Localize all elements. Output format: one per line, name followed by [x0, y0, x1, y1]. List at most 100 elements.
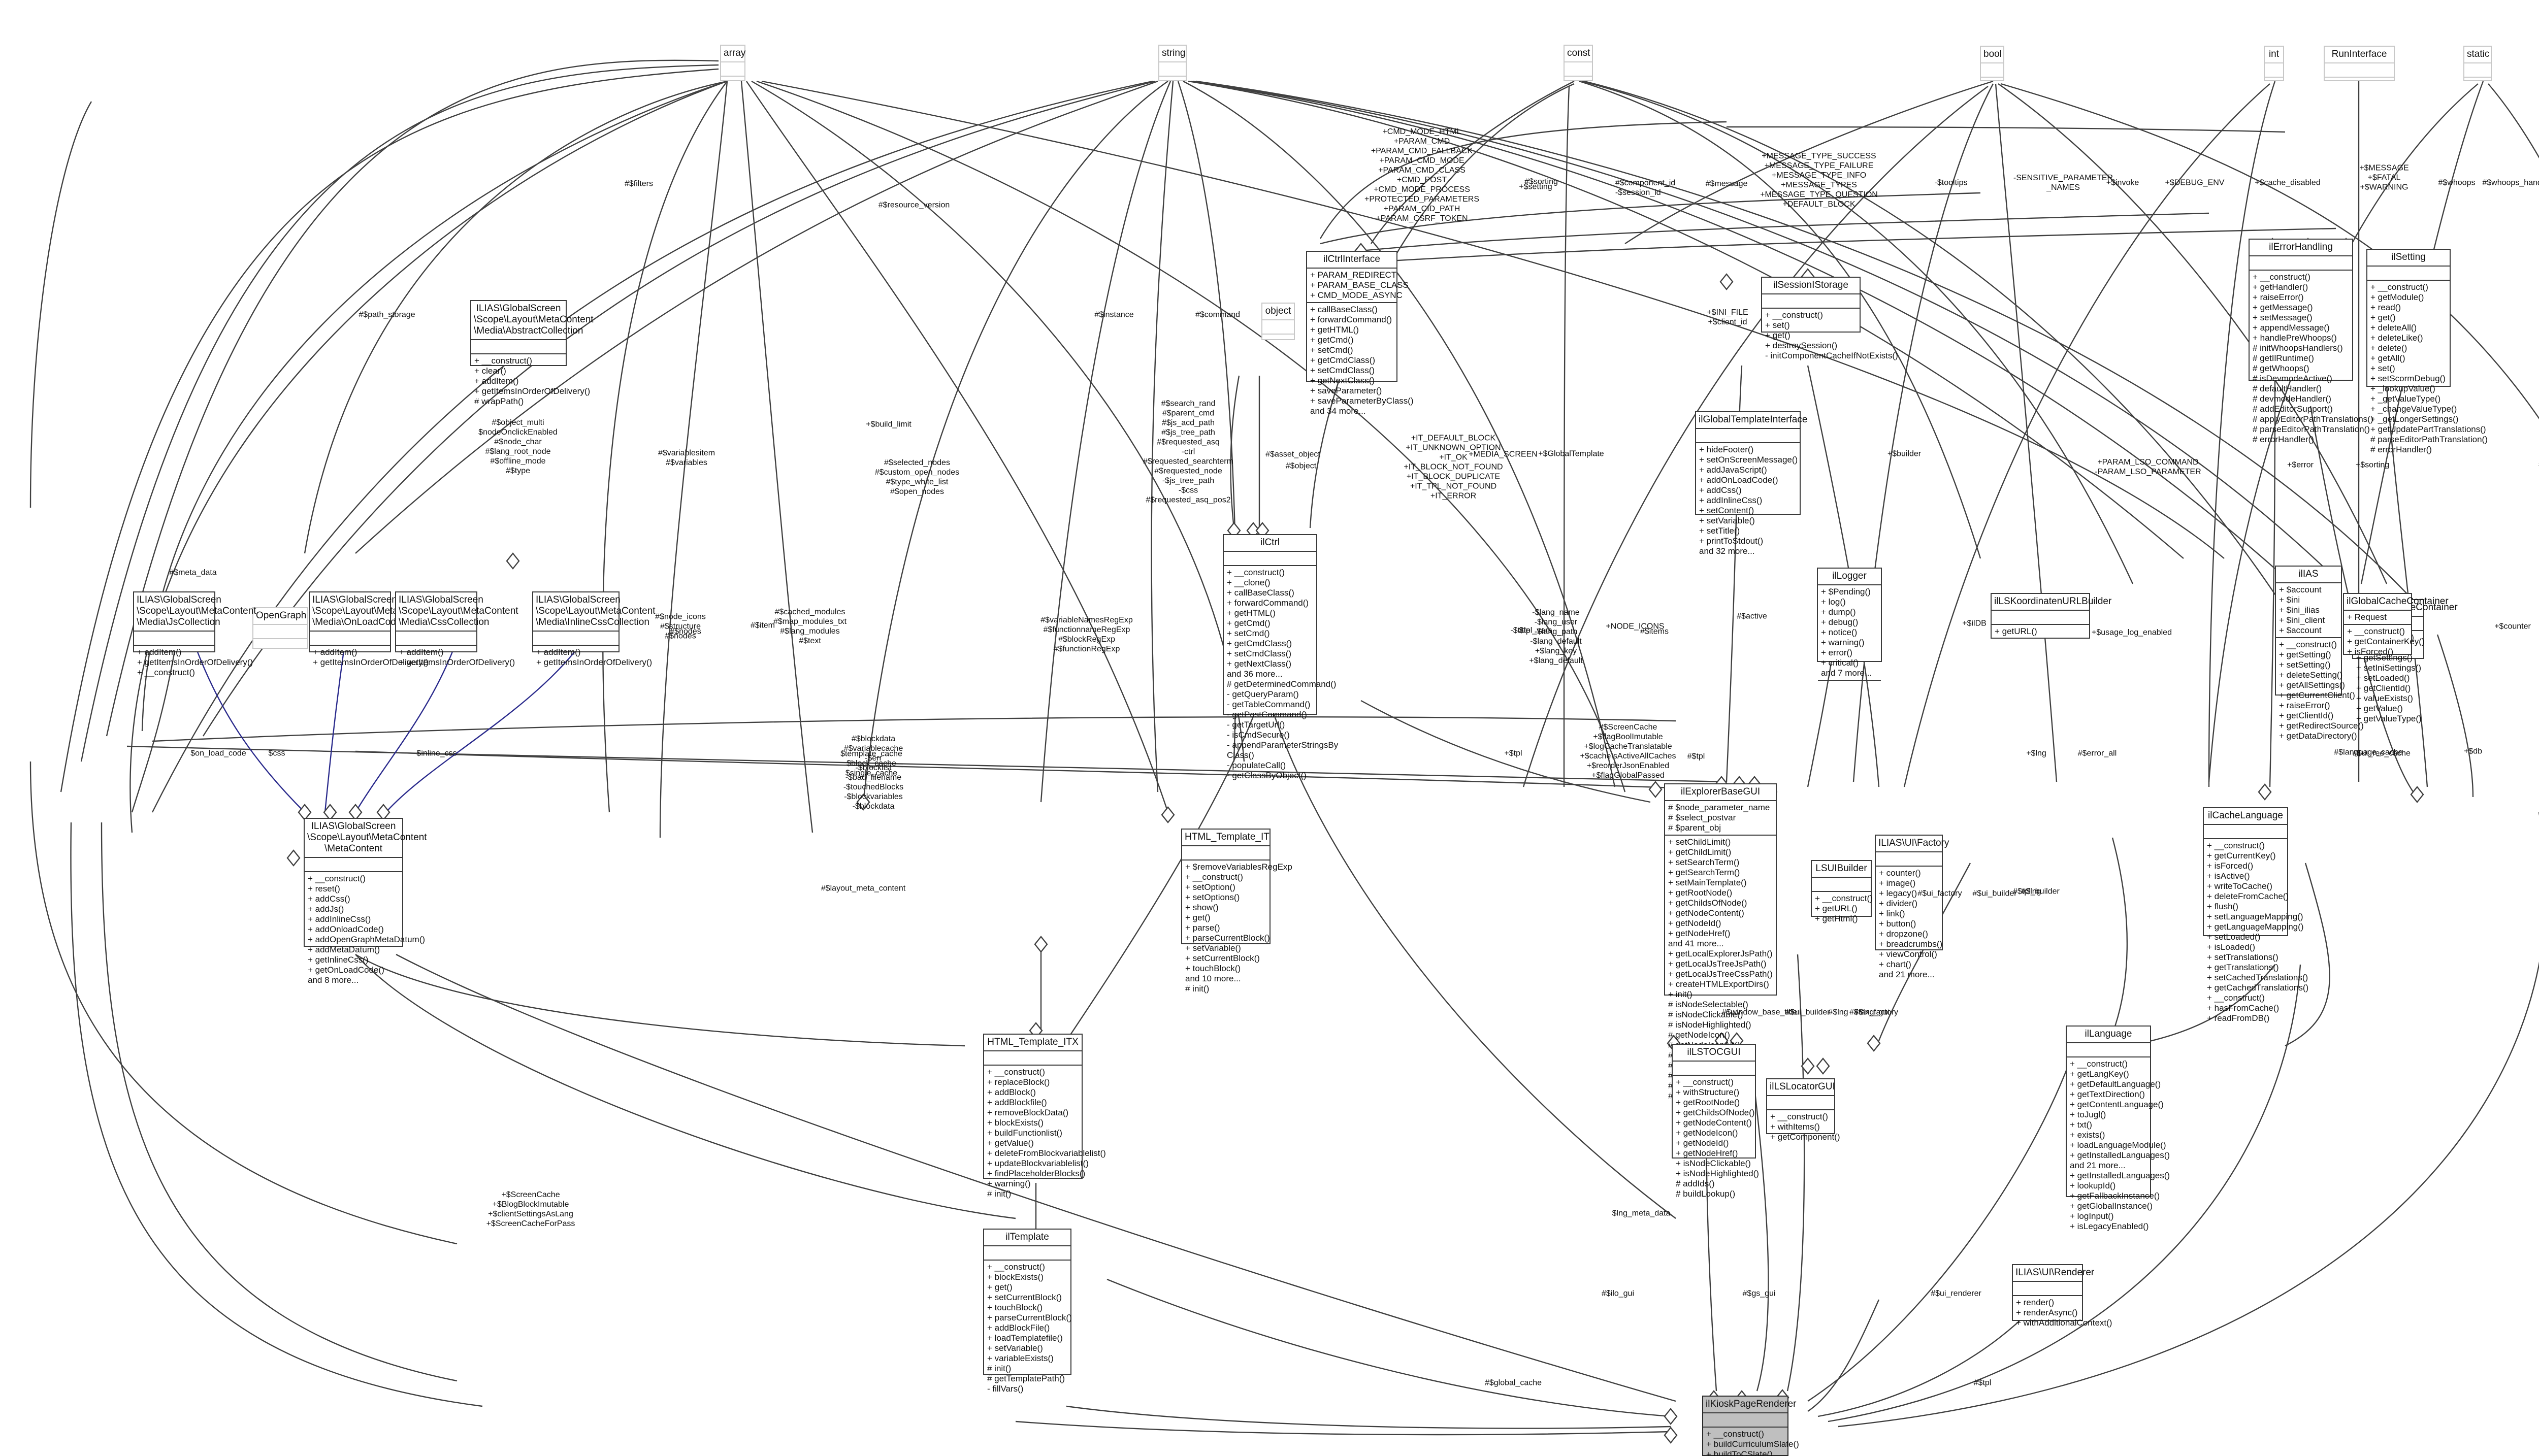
class-node-gs-inlinecsscollection[interactable]: ILIAS\GlobalScreen \Scope\Layout\MetaCon…: [532, 591, 656, 667]
class-node-lsuibuilder[interactable]: LSUIBuilder + __construct()+ getURL()+ g…: [1811, 860, 1873, 923]
class-member: and 7 more...: [1821, 668, 1872, 678]
class-member: + getRootNode(): [1676, 1098, 1740, 1107]
class-node-ilskoordinatenurlbuilder[interactable]: ilLSKoordinatenURLBuilder + getURL(): [1991, 593, 2111, 639]
class-node-ilctrlinterface[interactable]: ilCtrlInterface + PARAM_REDIRECT+ PARAM_…: [1306, 251, 1414, 416]
class-node-ilglobalcachecontainer-2[interactable]: ilGlobalCacheContainer + Request + __con…: [2343, 593, 2449, 656]
class-node-opengraph[interactable]: OpenGraph: [252, 607, 308, 649]
class-member: + clear(): [474, 366, 506, 376]
class-title: OpenGraph: [256, 610, 307, 621]
class-attrs: [1565, 61, 1592, 76]
class-member: + setSetting(): [2279, 660, 2331, 670]
class-member: + getNodeId(): [1668, 918, 1721, 928]
class-node-ilias-ui-factory[interactable]: ILIAS\UI\Factory + counter()+ image()+ l…: [1875, 835, 1949, 979]
class-member: + __construct(): [1676, 1077, 1734, 1087]
edge-label: #$path_storage: [359, 310, 415, 319]
class-node-runinterface[interactable]: RunInterface: [2324, 46, 2395, 81]
class-member: + addItem(): [474, 376, 519, 386]
class-node-gs-metacontent[interactable]: ILIAS\GlobalScreen \Scope\Layout\MetaCon…: [304, 818, 427, 985]
class-member: + deleteFromBlockvariablelist(): [987, 1148, 1106, 1158]
edge-label: +$cache_disabled: [2255, 178, 2321, 187]
edge-label: #$sorting: [1524, 177, 1558, 186]
class-node-illogger[interactable]: ilLogger + $Pending()+ log()+ dump()+ de…: [1817, 568, 1882, 681]
class-member: + hasFromCache(): [2207, 1003, 2280, 1013]
class-title: array: [724, 48, 746, 58]
class-member: + setLoaded(): [2356, 673, 2410, 683]
class-node-object[interactable]: object: [1261, 303, 1295, 340]
class-member: and 10 more...: [1185, 974, 1241, 983]
class-node-ilkioskpagerenderer[interactable]: ilKioskPageRenderer + __construct()+ bui…: [1702, 1396, 1799, 1456]
class-node-array[interactable]: array: [720, 45, 745, 81]
class-node-ilerrorhandling[interactable]: ilErrorHandling + __construct()+ getHand…: [2249, 239, 2373, 444]
class-member: + Request: [2347, 612, 2387, 622]
class-member: + getOnLoadCode(): [308, 965, 384, 975]
class-member: + dump(): [1821, 607, 1856, 617]
class-node-illanguage[interactable]: ilLanguage + __construct()+ getLangKey()…: [2066, 1025, 2170, 1231]
class-member: + setChildLimit(): [1668, 837, 1731, 847]
class-title: ILIAS\GlobalScreen \Scope\Layout\MetaCon…: [312, 594, 444, 627]
class-node-const[interactable]: const: [1564, 45, 1593, 81]
edge-label: +NODE_ICONS: [1606, 622, 1665, 631]
class-node-gs-abstractcollection[interactable]: ILIAS\GlobalScreen \Scope\Layout\MetaCon…: [470, 300, 594, 406]
class-node-ilias-ui-renderer[interactable]: ILIAS\UI\Renderer + render()+ renderAsyn…: [2012, 1264, 2112, 1328]
class-member: + getInstalledLanguages(): [2070, 1150, 2170, 1160]
class-member: + getFallbackInstance(): [2070, 1191, 2160, 1201]
class-node-illstocgui[interactable]: ilLSTOCGUI + __construct()+ withStructur…: [1672, 1044, 1759, 1199]
class-node-int[interactable]: int: [2264, 46, 2284, 81]
class-member: + blockExists(): [987, 1272, 1044, 1282]
class-member: + deleteLike(): [2370, 333, 2423, 343]
class-member: + setMainTemplate(): [1668, 878, 1747, 887]
class-member: + dropzone(): [1879, 929, 1928, 939]
class-node-string[interactable]: string: [1158, 45, 1187, 81]
class-member: + getSettings(): [2356, 653, 2413, 663]
class-member: # isNodeSelectable(): [1668, 1000, 1748, 1009]
class-title: ilGlobalTemplateInterface: [1699, 414, 1808, 425]
class-member: + setLanguageMapping(): [2207, 912, 2303, 921]
edge-label: #$gs_gui: [1742, 1289, 1776, 1298]
class-ops: + __construct()+ withItems()+ getCompone…: [1767, 1109, 1840, 1144]
class-member: + addInlineCss(): [308, 914, 371, 924]
class-node-html-template-it[interactable]: HTML_Template_IT + $removeVariablesRegEx…: [1181, 829, 1292, 994]
class-member: + getTranslations(): [2207, 963, 2279, 972]
class-node-ilsessionistorage[interactable]: ilSessionIStorage + __construct()+ set()…: [1761, 277, 1898, 360]
class-attrs: [1812, 877, 1871, 891]
class-node-illslocatorgui[interactable]: ilLSLocatorGUI + __construct()+ withItem…: [1766, 1078, 1840, 1142]
edge-label: #$active: [1737, 612, 1767, 621]
class-node-ilcachelanguage[interactable]: ilCacheLanguage + __construct()+ getCurr…: [2203, 807, 2308, 1023]
class-member: # isDevmodeActive(): [2253, 374, 2332, 383]
class-node-static[interactable]: static: [2463, 46, 2492, 81]
class-node-ilexplorerbasegui[interactable]: ilExplorerBaseGUI # $node_parameter_name…: [1664, 783, 1777, 1101]
class-member: + getValue(): [987, 1138, 1034, 1148]
class-member: + addOnloadCode(): [308, 924, 384, 934]
class-member: + getClientId(): [2279, 711, 2334, 720]
class-title: ilGlobalCacheContainer: [2347, 596, 2449, 607]
class-member: + updateBlockvariablelist(): [987, 1159, 1089, 1168]
class-node-gs-csscollection[interactable]: ILIAS\GlobalScreen \Scope\Layout\MetaCon…: [395, 591, 518, 667]
class-member: + getURL(): [1995, 626, 2037, 636]
class-node-ilias[interactable]: ilIAS + $account+ $ini+ $ini_ilias+ $ini…: [2275, 566, 2364, 741]
class-member: + setVariable(): [1699, 516, 1755, 525]
class-member: - getClassByObject(): [1227, 771, 1307, 780]
class-member: + getSetting(): [2279, 650, 2331, 659]
class-member: + getDataDirectory(): [2279, 731, 2357, 741]
class-node-iltemplate[interactable]: ilTemplate + __construct()+ blockExists(…: [983, 1229, 1072, 1394]
class-title: ilIAS: [2298, 569, 2319, 579]
class-node-ilglobaltemplateinterface[interactable]: ilGlobalTemplateInterface + hideFooter()…: [1695, 411, 1808, 556]
class-member: + getModule(): [2370, 292, 2424, 302]
class-member: + setLoaded(): [2207, 932, 2261, 942]
class-node-bool[interactable]: bool: [1980, 46, 2004, 81]
class-member: + init(): [1668, 989, 1692, 999]
class-node-ilsetting[interactable]: ilSetting + __construct()+ getModule()+ …: [2366, 249, 2488, 454]
class-ops: + __construct()+ reset()+ addCss()+ addJ…: [305, 871, 425, 987]
class-node-gs-onloadcodecollection[interactable]: ILIAS\GlobalScreen \Scope\Layout\MetaCon…: [309, 591, 444, 667]
edge-label: #$variablesitem #$variables: [658, 449, 715, 467]
class-member: # $node_parameter_name: [1668, 803, 1770, 812]
class-node-gs-jscollection[interactable]: ILIAS\GlobalScreen \Scope\Layout\MetaCon…: [133, 591, 256, 677]
class-node-ilctrl[interactable]: ilCtrl + __construct()+ __clone()+ callB…: [1223, 534, 1338, 780]
class-title: ilCtrlInterface: [1323, 254, 1380, 264]
class-title: RunInterface: [2331, 49, 2387, 59]
class-member: + $ini_ilias: [2279, 605, 2320, 615]
class-member: + render(): [2016, 1298, 2055, 1307]
class-member: + addJs(): [308, 904, 344, 914]
class-member: + __construct(): [1185, 872, 1243, 882]
class-node-html-template-itx[interactable]: HTML_Template_ITX + __construct()+ repla…: [983, 1034, 1106, 1199]
